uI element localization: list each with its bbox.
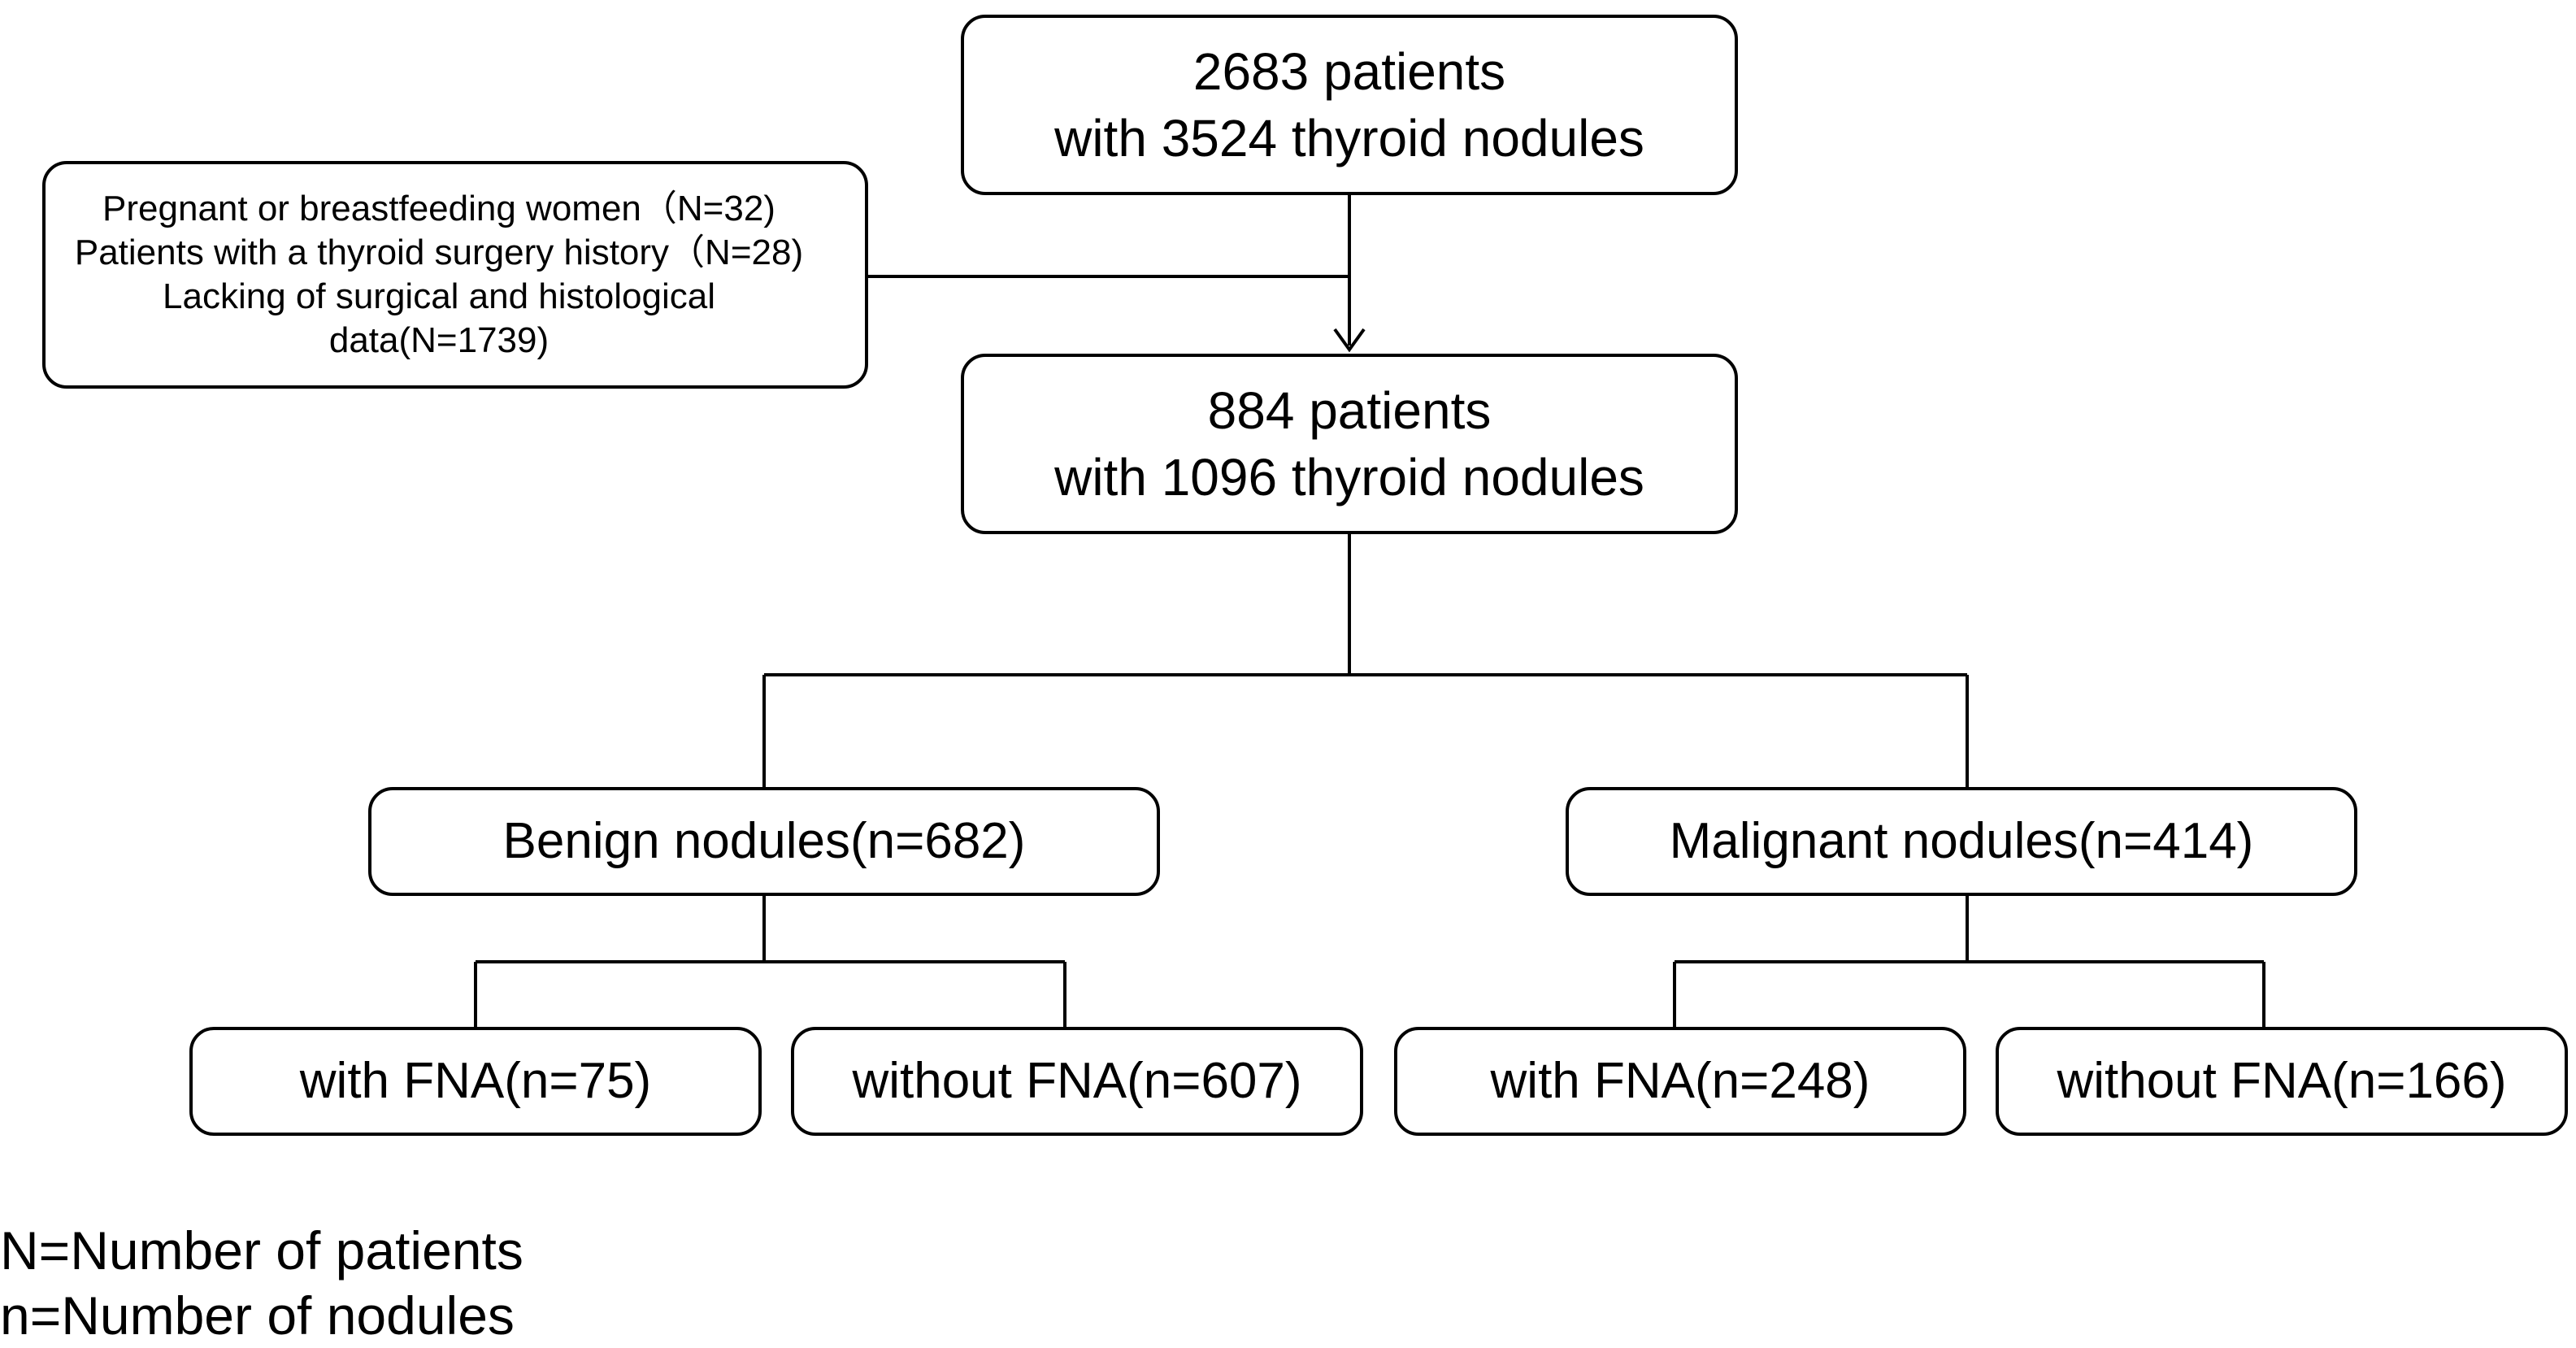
legend-nodules: n=Number of nodules [0,1285,515,1346]
middle-box: 884 patients with 1096 thyroid nodules [961,354,1738,534]
arrow-head [1333,328,1366,353]
benign-with-fna-box: with FNA(n=75) [189,1027,762,1136]
top-box-line2: with 3524 thyroid nodules [1054,109,1644,167]
benign-without-fna-box: without FNA(n=607) [791,1027,1363,1136]
benign-without-fna-label: without FNA(n=607) [852,1053,1302,1109]
malignant-box-label: Malignant nodules(n=414) [1669,813,2254,869]
malignant-without-fna-box: without FNA(n=166) [1996,1027,2568,1136]
benign-box-label: Benign nodules(n=682) [502,813,1026,869]
malignant-with-fna-label: with FNA(n=248) [1490,1053,1870,1109]
exclusion-box: Pregnant or breastfeeding women（N=32) Pa… [42,161,868,389]
exclusion-line3: Lacking of surgical and histological [163,276,715,316]
middle-box-line1: 884 patients [1207,381,1492,440]
middle-box-line2: with 1096 thyroid nodules [1054,448,1644,507]
malignant-without-fna-label: without FNA(n=166) [2057,1053,2507,1109]
benign-box: Benign nodules(n=682) [368,787,1160,896]
legend-patients: N=Number of patients [0,1220,523,1281]
malignant-box: Malignant nodules(n=414) [1566,787,2357,896]
malignant-with-fna-box: with FNA(n=248) [1394,1027,1966,1136]
benign-with-fna-label: with FNA(n=75) [299,1053,652,1109]
exclusion-line4: data(N=1739) [328,320,550,360]
exclusion-line1: Pregnant or breastfeeding women（N=32) [102,189,775,228]
top-box-line1: 2683 patients [1192,42,1506,101]
top-box: 2683 patients with 3524 thyroid nodules [961,15,1738,195]
exclusion-line2: Patients with a thyroid surgery history（… [74,233,804,272]
